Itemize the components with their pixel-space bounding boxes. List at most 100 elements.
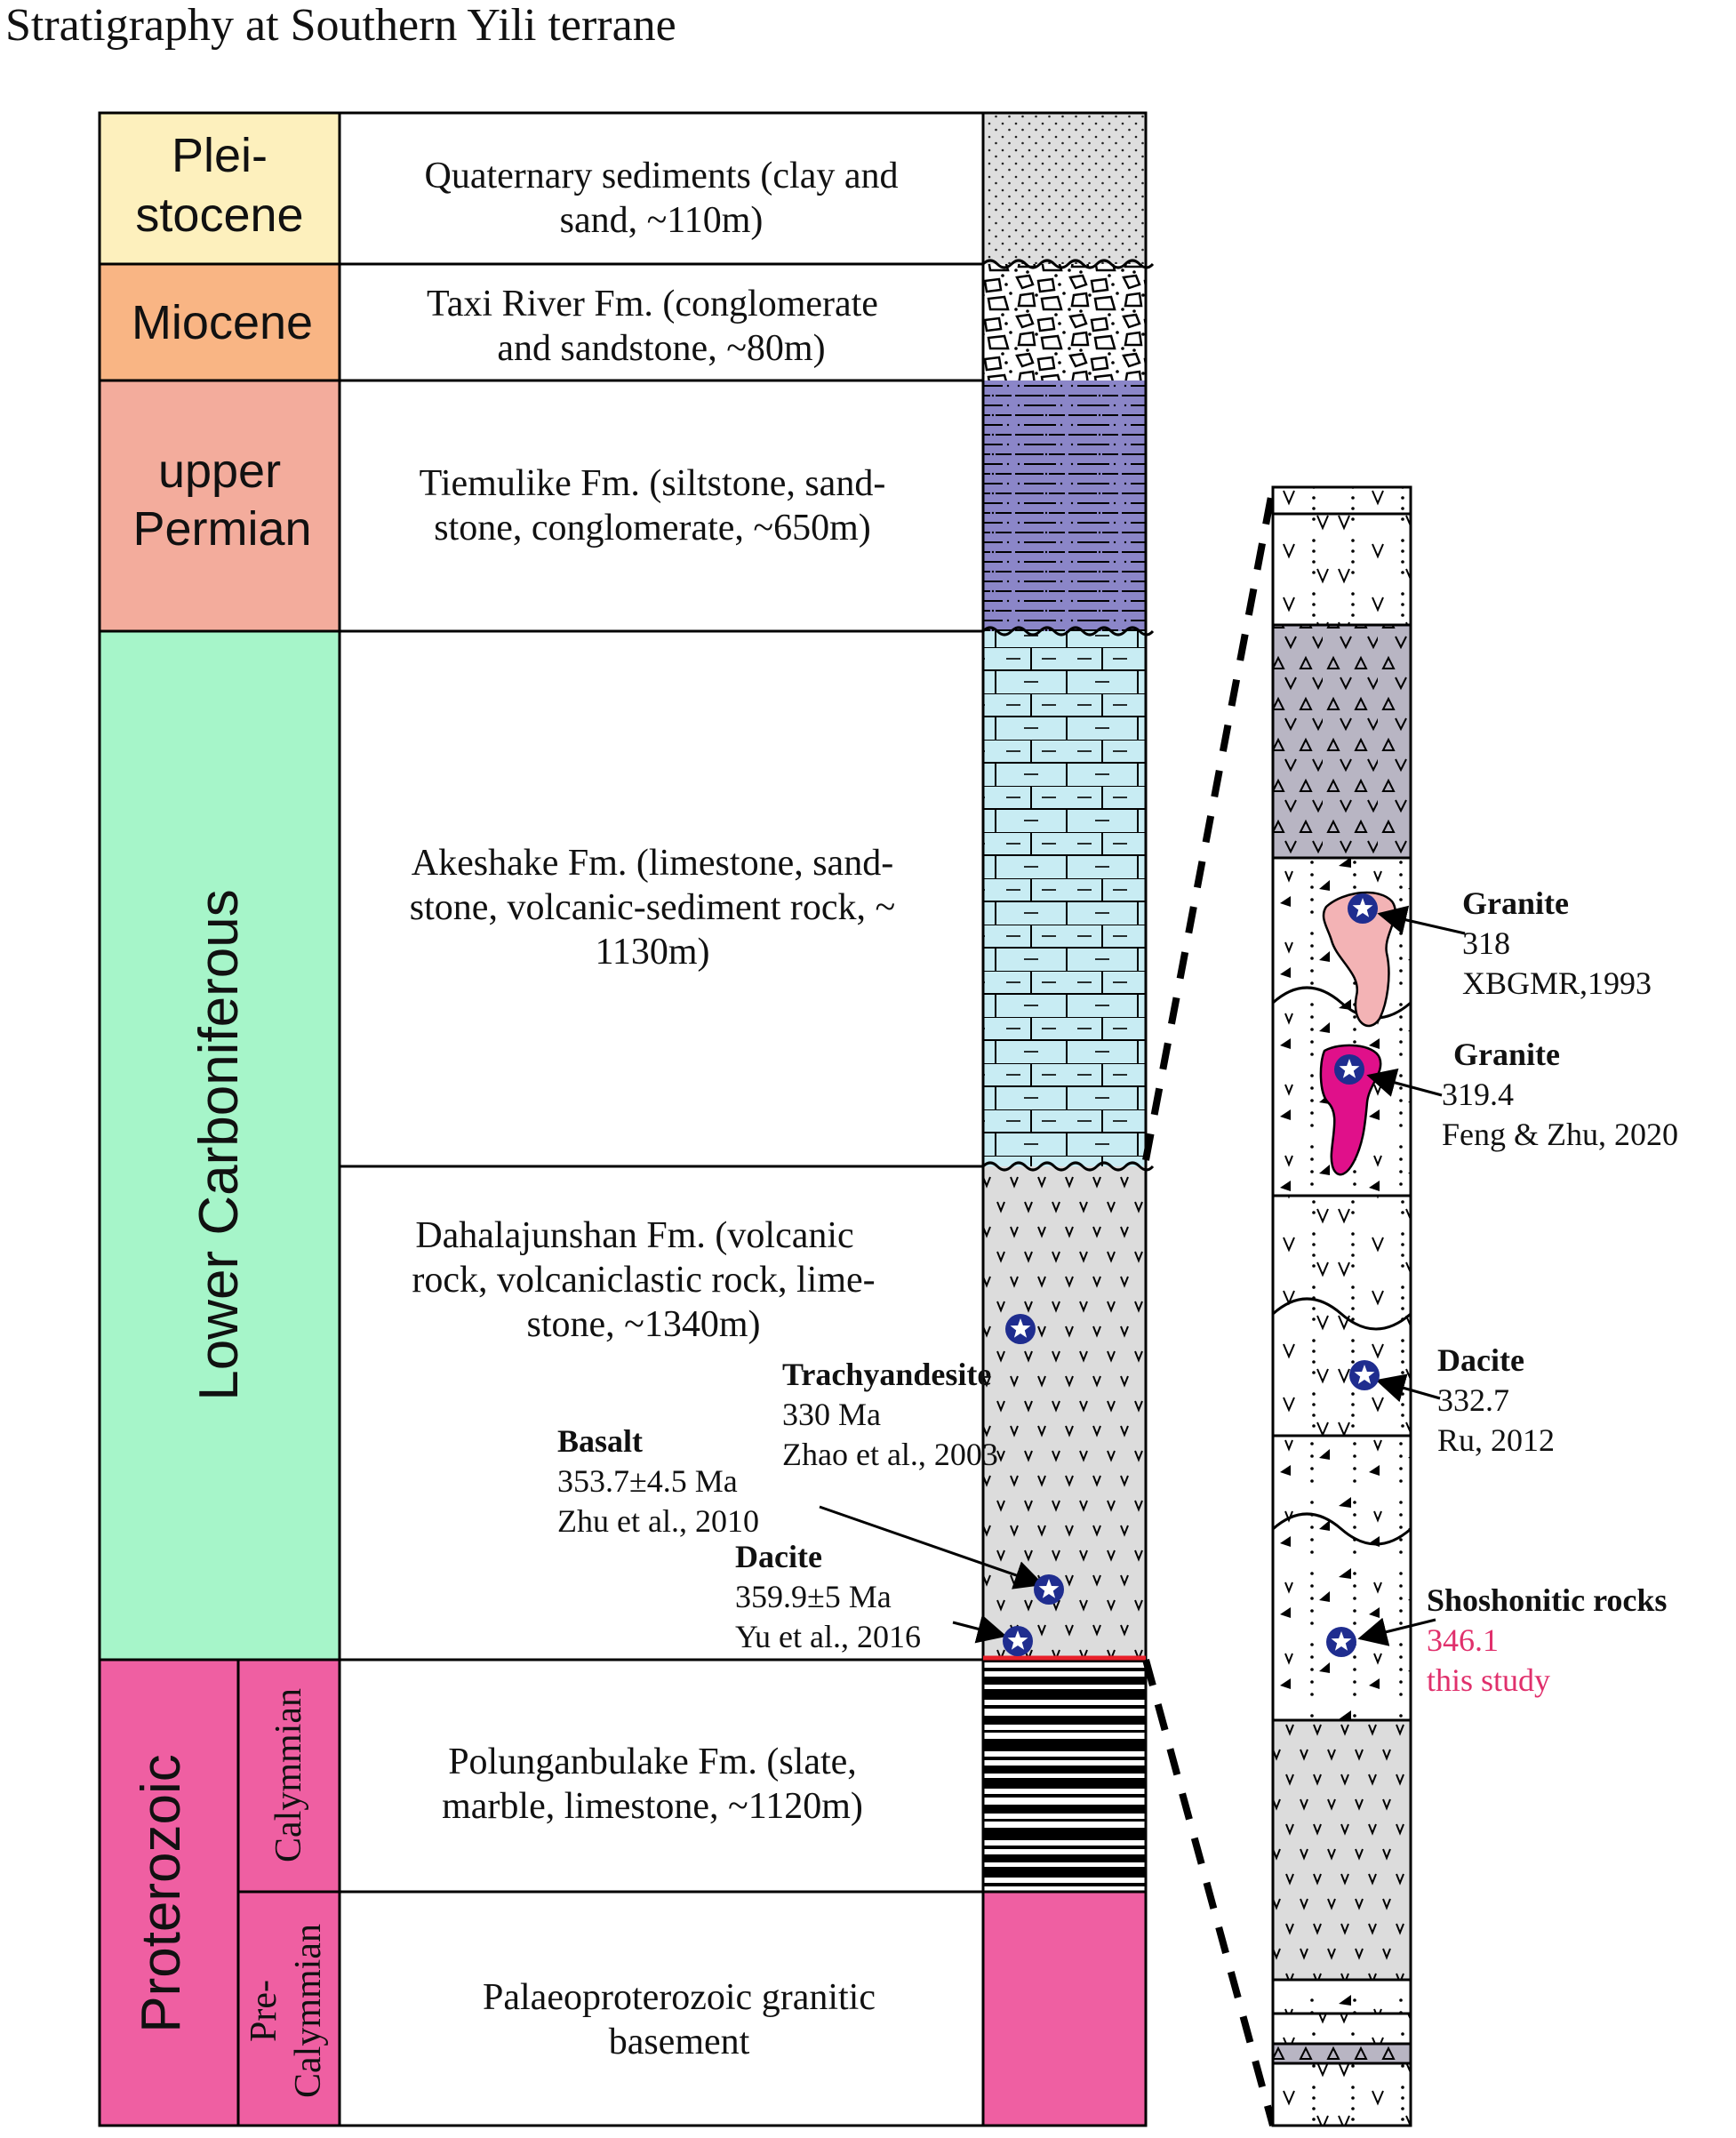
sample-rock: Shoshonitic rocks — [1427, 1582, 1667, 1618]
litho-slate-marble — [983, 1660, 1146, 1892]
wavy-contact — [1272, 1512, 1412, 1546]
litho-limestone — [983, 631, 1146, 1166]
sample-ref: XBGMR,1993 — [1462, 965, 1652, 1001]
sample-age: 359.9±5 Ma — [735, 1579, 892, 1614]
detail-layer — [1273, 487, 1411, 514]
formation-text: basement — [609, 2022, 750, 2062]
formation-text: Quaternary sediments (clay and — [425, 156, 899, 196]
period-label: stocene — [135, 188, 303, 242]
sample-arrow — [1375, 1373, 1441, 1403]
main-samples: Trachyandesite 330 Ma Zhao et al., 2003 … — [557, 1357, 1044, 1654]
litho-volcanic — [983, 1166, 1146, 1660]
formation-text: Polunganbulake Fm. (slate, — [448, 1742, 857, 1782]
unconformity-line — [981, 259, 1155, 269]
sample-age-highlight: 346.1 — [1427, 1622, 1499, 1658]
period-label: Proterozoic — [131, 1754, 192, 2033]
sample-rock: Granite — [1453, 1037, 1560, 1072]
sample-rock: Dacite — [735, 1539, 822, 1574]
sample-ref: Feng & Zhu, 2020 — [1442, 1117, 1678, 1152]
sample-rock: Trachyandesite — [782, 1357, 991, 1392]
period-pleistocene — [100, 113, 340, 264]
detail-samples: Granite 318 XBGMR,1993 Granite 319.4 Fen… — [1357, 885, 1678, 1698]
detail-column — [1271, 485, 1412, 2127]
subperiod-label: Pre- — [244, 1980, 284, 2042]
unconformity-line — [981, 626, 1155, 637]
star-icon — [1007, 1630, 1028, 1650]
subperiod-label: Calymmian — [288, 1924, 329, 2098]
formation-text: marble, limestone, ~1120m) — [442, 1786, 863, 1827]
sample-arrow — [819, 1505, 1044, 1589]
detail-layer — [1273, 2014, 1411, 2044]
formation-background — [340, 113, 983, 2126]
sample-arrow — [952, 1614, 1007, 1644]
detail-layer — [1273, 2044, 1411, 2063]
formation-text: Taxi River Fm. (conglomerate — [427, 284, 878, 324]
detail-layer-lava — [1273, 1436, 1411, 1720]
period-label: Miocene — [132, 296, 313, 349]
period-label: Lower Carboniferous — [188, 889, 250, 1401]
wavy-contact — [1272, 1297, 1412, 1331]
formation-text: Palaeoproterozoic granitic — [483, 1977, 876, 2018]
formation-text: rock, volcaniclastic rock, lime- — [412, 1260, 875, 1301]
detail-column-border — [1271, 485, 1412, 2127]
formation-text: stone, volcanic-sediment rock, ~ — [410, 887, 895, 928]
zoom-connector-line — [1142, 1658, 1276, 2127]
sample-ref: Ru, 2012 — [1437, 1422, 1555, 1458]
formation-text: stone, conglomerate, ~650m) — [434, 508, 871, 549]
formation-text: 1130m) — [595, 932, 709, 973]
detail-layer-borders — [1273, 512, 1411, 2065]
star-icon — [1352, 898, 1373, 917]
sample-age: 318 — [1462, 925, 1510, 961]
formation-column: Quaternary sediments (clay and sand, ~11… — [340, 113, 983, 2126]
formation-text: Tiemulike Fm. (siltstone, sand- — [420, 463, 886, 504]
zoom-connector-line — [1142, 486, 1276, 1161]
period-column: Plei- stocene Miocene upper Permian Lowe… — [100, 113, 340, 2126]
litho-conglomerate — [983, 264, 1146, 380]
table-border — [98, 111, 1148, 2127]
sample-rock: Granite — [1462, 885, 1569, 921]
formation-text: and sandstone, ~80m) — [497, 328, 825, 369]
formation-text: Akeshake Fm. (limestone, sand- — [412, 843, 893, 884]
star-icon — [1331, 1631, 1352, 1651]
sample-age: 332.7 — [1437, 1382, 1509, 1418]
unconformity-line — [981, 1161, 1155, 1172]
sample-ref: Zhu et al., 2010 — [557, 1503, 759, 1539]
lithology-column — [981, 113, 1155, 2126]
detail-layer — [1273, 1980, 1411, 2014]
detail-layer — [1273, 2063, 1411, 2126]
formation-text: stone, ~1340m) — [526, 1304, 760, 1345]
sample-arrow — [1366, 1068, 1443, 1097]
sample-age: 319.4 — [1442, 1077, 1514, 1112]
star-icon — [1354, 1365, 1375, 1384]
period-upper-permian — [100, 380, 340, 631]
table-grid — [98, 111, 1148, 2127]
granite-intrusion-dark — [1319, 1044, 1382, 1176]
star-icon — [1339, 1059, 1360, 1078]
sample-age: 330 Ma — [782, 1397, 881, 1432]
litho-granitic-basement — [983, 1892, 1146, 2126]
formation-text: Dahalajunshan Fm. (volcanic — [415, 1215, 853, 1256]
period-label: Permian — [132, 502, 311, 556]
litho-sand-clay — [983, 113, 1146, 264]
sample-arrow — [1377, 905, 1466, 935]
sample-arrow — [1357, 1617, 1436, 1646]
detail-layer-breccia — [1273, 625, 1411, 858]
period-label: Plei- — [172, 129, 268, 182]
figure-title: Stratigraphy at Southern Yili terrane — [5, 0, 676, 51]
sample-markers — [1003, 893, 1380, 1657]
sample-ref-highlight: this study — [1427, 1662, 1550, 1698]
sample-ref: Zhao et al., 2003 — [782, 1437, 998, 1472]
star-icon — [1038, 1579, 1060, 1598]
star-icon — [1010, 1318, 1031, 1338]
subperiod-label: Calymmian — [268, 1688, 309, 1862]
detail-layer — [1273, 514, 1411, 625]
sample-rock: Dacite — [1437, 1342, 1524, 1378]
wavy-contact — [1272, 986, 1412, 1020]
litho-siltstone — [983, 380, 1146, 631]
period-label: upper — [158, 444, 281, 498]
sample-ref: Yu et al., 2016 — [735, 1619, 921, 1654]
period-miocene — [100, 264, 340, 380]
sample-rock: Basalt — [557, 1423, 643, 1459]
detail-layer-volcanic — [1273, 1720, 1411, 1980]
